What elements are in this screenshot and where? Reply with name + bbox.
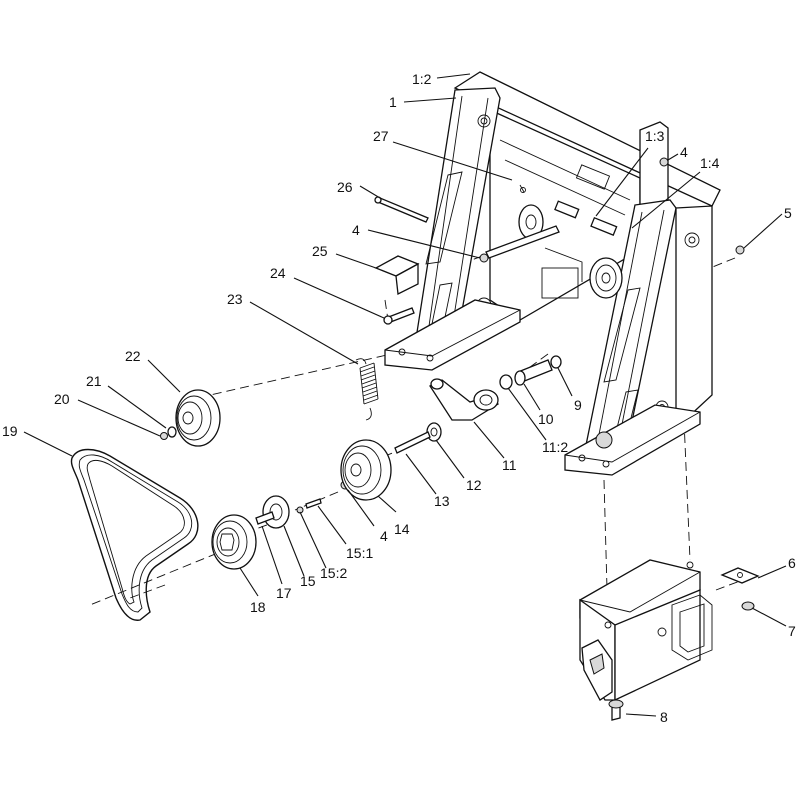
callout-13: 13 (434, 493, 450, 509)
callout-15: 15 (300, 573, 316, 589)
callout-25: 25 (312, 243, 328, 259)
callout-17: 17 (276, 585, 292, 601)
callout-11-2: 11:2 (542, 439, 568, 455)
main-frame (384, 71, 721, 476)
pulley-18 (211, 514, 257, 570)
callout-12: 12 (466, 477, 482, 493)
callout-7: 7 (788, 623, 796, 639)
callout-11: 11 (502, 457, 517, 473)
callout-4a: 4 (680, 144, 688, 160)
callout-9: 9 (574, 397, 582, 413)
pulley-14 (340, 439, 392, 501)
callout-22: 22 (125, 348, 141, 364)
callout-21: 21 (86, 373, 102, 389)
callout-1: 1 (389, 94, 397, 110)
leader-lines (23, 73, 787, 717)
pulleys (175, 389, 392, 570)
callout-15-1: 15:1 (346, 545, 373, 561)
callout-18: 18 (250, 599, 266, 615)
callout-19: 19 (2, 423, 18, 439)
callout-1-2: 1:2 (412, 71, 432, 87)
callout-5: 5 (784, 205, 792, 221)
callout-4c: 4 (380, 528, 388, 544)
tension-spring (355, 358, 379, 421)
pulley-22 (175, 389, 221, 447)
callout-14: 14 (394, 521, 410, 537)
callout-20: 20 (54, 391, 70, 407)
callout-1-4: 1:4 (700, 155, 720, 171)
callout-26: 26 (337, 179, 353, 195)
callout-24: 24 (270, 265, 286, 281)
callout-6: 6 (788, 555, 796, 571)
lower-bracket (579, 559, 760, 721)
callout-10: 10 (538, 411, 554, 427)
callout-4b: 4 (352, 222, 360, 238)
drive-belt (70, 448, 199, 621)
callout-1-3: 1:3 (645, 128, 665, 144)
callout-27: 27 (373, 128, 389, 144)
callout-8: 8 (660, 709, 668, 725)
hardware (160, 157, 745, 529)
callout-labels: 1:2 1 27 1:3 4 1:4 26 4 5 25 24 23 22 21… (2, 71, 796, 725)
callout-15-2: 15:2 (320, 565, 347, 581)
callout-23: 23 (227, 291, 243, 307)
